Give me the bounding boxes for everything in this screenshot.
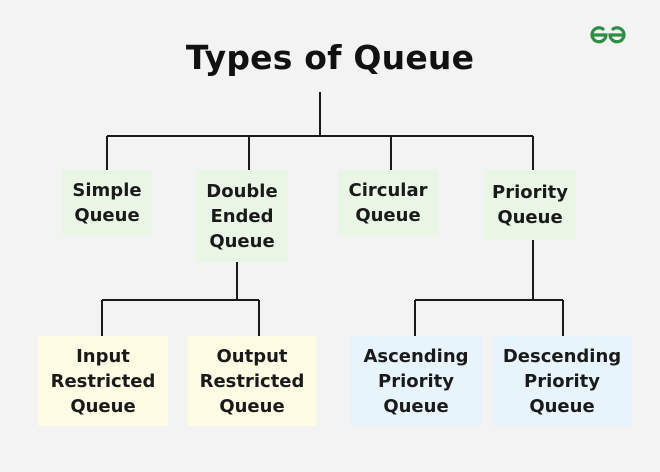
- node-label: Output Restricted Queue: [199, 345, 305, 417]
- node-ascending-priority-queue: Ascending Priority Queue: [350, 336, 482, 426]
- node-simple-queue: Simple Queue: [62, 170, 152, 236]
- node-label: Simple Queue: [72, 180, 142, 226]
- node-label: Priority Queue: [492, 182, 568, 228]
- node-descending-priority-queue: Descending Priority Queue: [493, 336, 631, 426]
- node-label: Input Restricted Queue: [50, 345, 156, 417]
- node-circular-queue: Circular Queue: [338, 170, 438, 236]
- diagram-title: Types of Queue: [185, 38, 475, 77]
- node-input-restricted-queue: Input Restricted Queue: [38, 336, 168, 426]
- geeksforgeeks-logo-icon: [590, 26, 626, 44]
- node-output-restricted-queue: Output Restricted Queue: [187, 336, 317, 426]
- node-double-ended-queue: Double Ended Queue: [196, 170, 288, 262]
- node-label: Descending Priority Queue: [502, 345, 622, 417]
- node-label: Double Ended Queue: [206, 180, 278, 252]
- node-label: Circular Queue: [348, 180, 428, 226]
- node-priority-queue: Priority Queue: [484, 170, 576, 240]
- node-label: Ascending Priority Queue: [363, 345, 469, 417]
